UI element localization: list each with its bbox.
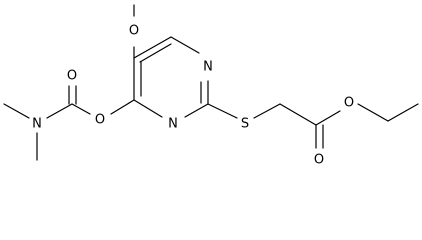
- bond-c2-s: [207, 103, 238, 119]
- bond-c6-n1: [170, 36, 200, 54]
- atom-label-n-amide: N: [32, 117, 42, 132]
- bond-ester-c-o-ester: [315, 110, 341, 126]
- bond-ch2-ch3: [387, 103, 419, 122]
- bond-c4-o-ether: [110, 99, 135, 115]
- bond-n3-c4: [133, 99, 163, 118]
- bond-c5-c6: [133, 36, 172, 59]
- bond-c2-n3: [184, 103, 209, 118]
- bond-n-amide-methyl-left: [3, 103, 30, 119]
- bond-o-ether-carbonyl-c: [71, 103, 91, 115]
- atom-label-n-ring-top: N: [203, 60, 213, 75]
- atom-label-o-carbonyl-left: O: [67, 69, 77, 84]
- atom-label-o-ester: O: [344, 96, 354, 111]
- bond-carbonyl-c-n-amide: [46, 103, 73, 119]
- bond-o-ester-ch2: [357, 103, 389, 122]
- atom-label-o-ether-left: O: [95, 113, 105, 128]
- atom-label-o-carbonyl-right: O: [314, 153, 324, 168]
- atom-label-n-ring-bottom: N: [168, 117, 178, 132]
- bond-ch2-ester-c: [279, 103, 317, 126]
- atom-label-o-methoxy: O: [129, 24, 139, 39]
- atom-label-s-thioether: S: [241, 117, 249, 132]
- molecule-structure: O N N O O N S O O: [3, 4, 419, 168]
- bond-c5-c6-double: [139, 43, 172, 63]
- bond-s-ch2: [253, 103, 281, 119]
